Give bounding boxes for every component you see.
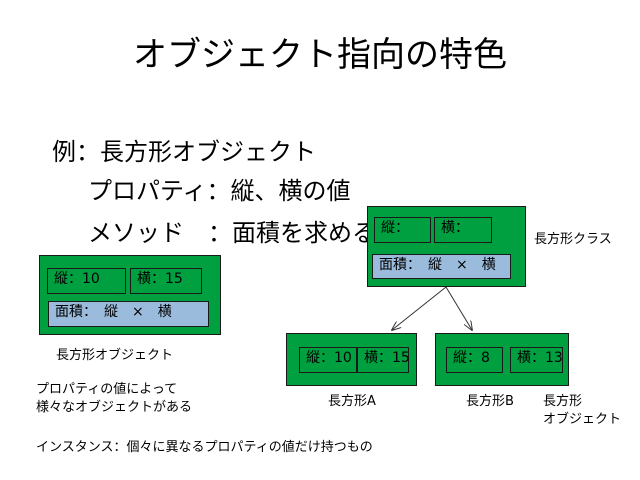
instance-b-yoko-field: 横：13: [510, 347, 563, 373]
note-line2: 様々なオブジェクトがある: [36, 400, 193, 415]
object-method-field: 面積： 縦 × 横: [48, 301, 209, 327]
example-line: 例：長方形オブジェクト: [52, 138, 316, 166]
class-tate-field: 縦：: [374, 217, 431, 243]
slide-title: オブジェクト指向の特色: [133, 35, 507, 75]
instance-definition: インスタンス：個々に異なるプロパティの値だけ持つもの: [36, 440, 373, 455]
instance-a-tate-field: 縦：10: [299, 347, 357, 373]
instances-label-line1: 長方形: [543, 394, 583, 409]
object-tate-field: 縦：10: [47, 268, 126, 294]
object-label: 長方形オブジェクト: [56, 348, 174, 363]
instance-b-box: 縦：8 横：13: [435, 333, 569, 386]
instance-a-box: 縦：10 横：15: [286, 333, 417, 386]
object-box: 縦：10 横：15 面積： 縦 × 横: [39, 255, 221, 335]
note-line1: プロパティの値によって: [36, 382, 178, 397]
class-yoko-field: 横：: [434, 217, 492, 243]
arrow-to-instance-a: [392, 286, 447, 330]
property-line: プロパティ：縦、横の値: [88, 177, 351, 205]
arrow-to-instance-b: [445, 286, 472, 330]
instance-b-tate-field: 縦：8: [446, 347, 503, 373]
class-label: 長方形クラス: [534, 232, 612, 247]
class-method-field: 面積： 縦 × 横: [372, 254, 511, 279]
method-line: メソッド ：面積を求める: [88, 219, 376, 247]
instance-a-label: 長方形A: [328, 394, 376, 409]
note: プロパティの値によって 様々なオブジェクトがある: [36, 381, 192, 417]
instance-b-label: 長方形B: [466, 394, 514, 409]
instances-label-line2: オブジェクト: [543, 412, 622, 427]
instance-a-yoko-field: 横：15: [357, 347, 410, 373]
object-yoko-field: 横：15: [130, 268, 202, 294]
instances-label: 長方形 オブジェクト: [543, 393, 621, 429]
class-box: 縦： 横： 面積： 縦 × 横: [367, 206, 526, 287]
